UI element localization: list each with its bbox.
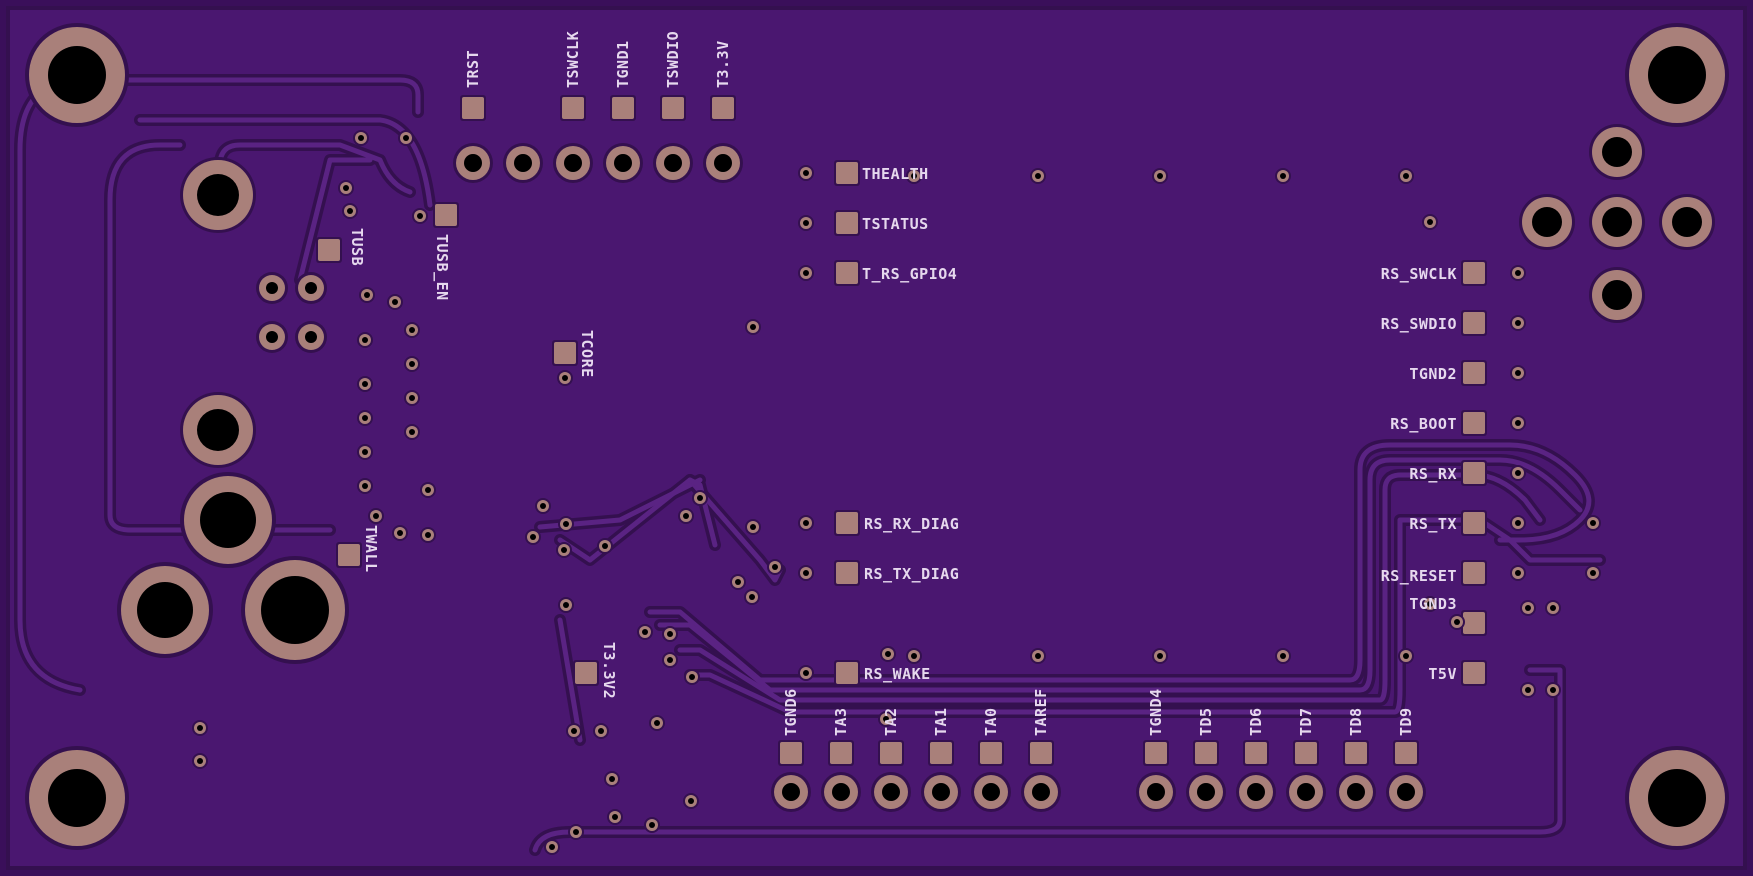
mounting-hole-icon (1625, 746, 1729, 850)
label-rs-reset: RS_RESET (1381, 567, 1457, 585)
test-pads (316, 160, 1526, 686)
header-test-pad (880, 742, 902, 764)
mounting-hole-icon (25, 23, 129, 127)
label-t5v: T5V (1428, 665, 1457, 683)
test-pad (338, 544, 360, 566)
header-test-pad (662, 97, 684, 119)
header-test-pad (1395, 742, 1417, 764)
test-pad (1463, 412, 1485, 434)
label-tgnd3: TGND3 (1409, 595, 1457, 613)
test-pad (1463, 262, 1485, 284)
label-tusb-en: TUSB_EN (433, 234, 451, 301)
board-substrate (6, 6, 1747, 870)
label-ta0: TA0 (982, 707, 1000, 736)
test-pad (836, 662, 858, 684)
label-rs-swdio: RS_SWDIO (1381, 315, 1457, 333)
label-twall: TWALL (362, 525, 380, 573)
test-pad (1463, 562, 1485, 584)
vias (192, 130, 1601, 855)
label-tgnd2: TGND2 (1409, 365, 1457, 383)
label-t-rs-gpio4: T_RS_GPIO4 (862, 265, 957, 283)
label-rs-swclk: RS_SWCLK (1381, 265, 1457, 283)
label-td6: TD6 (1247, 707, 1265, 736)
test-pad (1463, 312, 1485, 334)
header-test-pad (980, 742, 1002, 764)
test-pad (435, 204, 457, 226)
label-thealth: THEALTH (862, 165, 929, 183)
test-pad (1463, 612, 1485, 634)
label-ta1: TA1 (932, 707, 950, 736)
label-tgnd1: TGND1 (614, 40, 632, 88)
test-pad (1463, 662, 1485, 684)
header-test-pad (1195, 742, 1217, 764)
label-rs-rx-diag: RS_RX_DIAG (864, 515, 959, 533)
top-header (453, 95, 743, 183)
test-pad (554, 342, 576, 364)
header-test-pad (712, 97, 734, 119)
test-pad (836, 562, 858, 584)
header-test-pad (780, 742, 802, 764)
label-rs-wake: RS_WAKE (864, 665, 931, 683)
label-tcore: TCORE (578, 330, 596, 378)
test-pad (1463, 362, 1485, 384)
mounting-hole-icon (1625, 23, 1729, 127)
label-t33v: T3.3V (714, 40, 732, 88)
label-taref: TAREF (1032, 688, 1050, 736)
header-test-pad (1245, 742, 1267, 764)
label-tgnd6: TGND6 (782, 688, 800, 736)
test-pad (575, 662, 597, 684)
label-td7: TD7 (1297, 707, 1315, 736)
test-pad (836, 162, 858, 184)
header-test-pad (1030, 742, 1052, 764)
header-test-pad (462, 97, 484, 119)
mounting-holes (25, 23, 1729, 850)
test-pad (836, 262, 858, 284)
mounting-hole-icon (25, 746, 129, 850)
test-pad (1463, 512, 1485, 534)
label-ta3: TA3 (832, 707, 850, 736)
header-test-pad (612, 97, 634, 119)
label-trst: TRST (464, 50, 482, 88)
label-tswclk: TSWCLK (564, 31, 582, 88)
header-test-pad (1295, 742, 1317, 764)
label-rs-rx: RS_RX (1409, 465, 1457, 483)
label-rs-boot: RS_BOOT (1390, 415, 1457, 433)
header-test-pad (1345, 742, 1367, 764)
header-test-pad (562, 97, 584, 119)
label-tswdio: TSWDIO (664, 31, 682, 88)
header-test-pad (1145, 742, 1167, 764)
label-td9: TD9 (1397, 707, 1415, 736)
label-tusb: TUSB (348, 228, 366, 266)
label-rs-tx: RS_TX (1409, 515, 1457, 533)
label-t33v2: T3.3V2 (600, 642, 618, 699)
label-tgnd4: TGND4 (1147, 688, 1165, 736)
silkscreen: TRST TSWCLK TGND1 TSWDIO T3.3V THEALTH T… (348, 31, 1457, 736)
bottom-header (771, 740, 1426, 812)
test-pad (836, 512, 858, 534)
header-test-pad (930, 742, 952, 764)
label-ta2: TA2 (882, 707, 900, 736)
label-tstatus: TSTATUS (862, 215, 929, 233)
test-pad (318, 239, 340, 261)
label-td8: TD8 (1347, 707, 1365, 736)
header-test-pad (830, 742, 852, 764)
label-rs-tx-diag: RS_TX_DIAG (864, 565, 959, 583)
connector-pads (117, 124, 1715, 664)
test-pad (836, 212, 858, 234)
test-pad (1463, 462, 1485, 484)
label-td5: TD5 (1197, 707, 1215, 736)
